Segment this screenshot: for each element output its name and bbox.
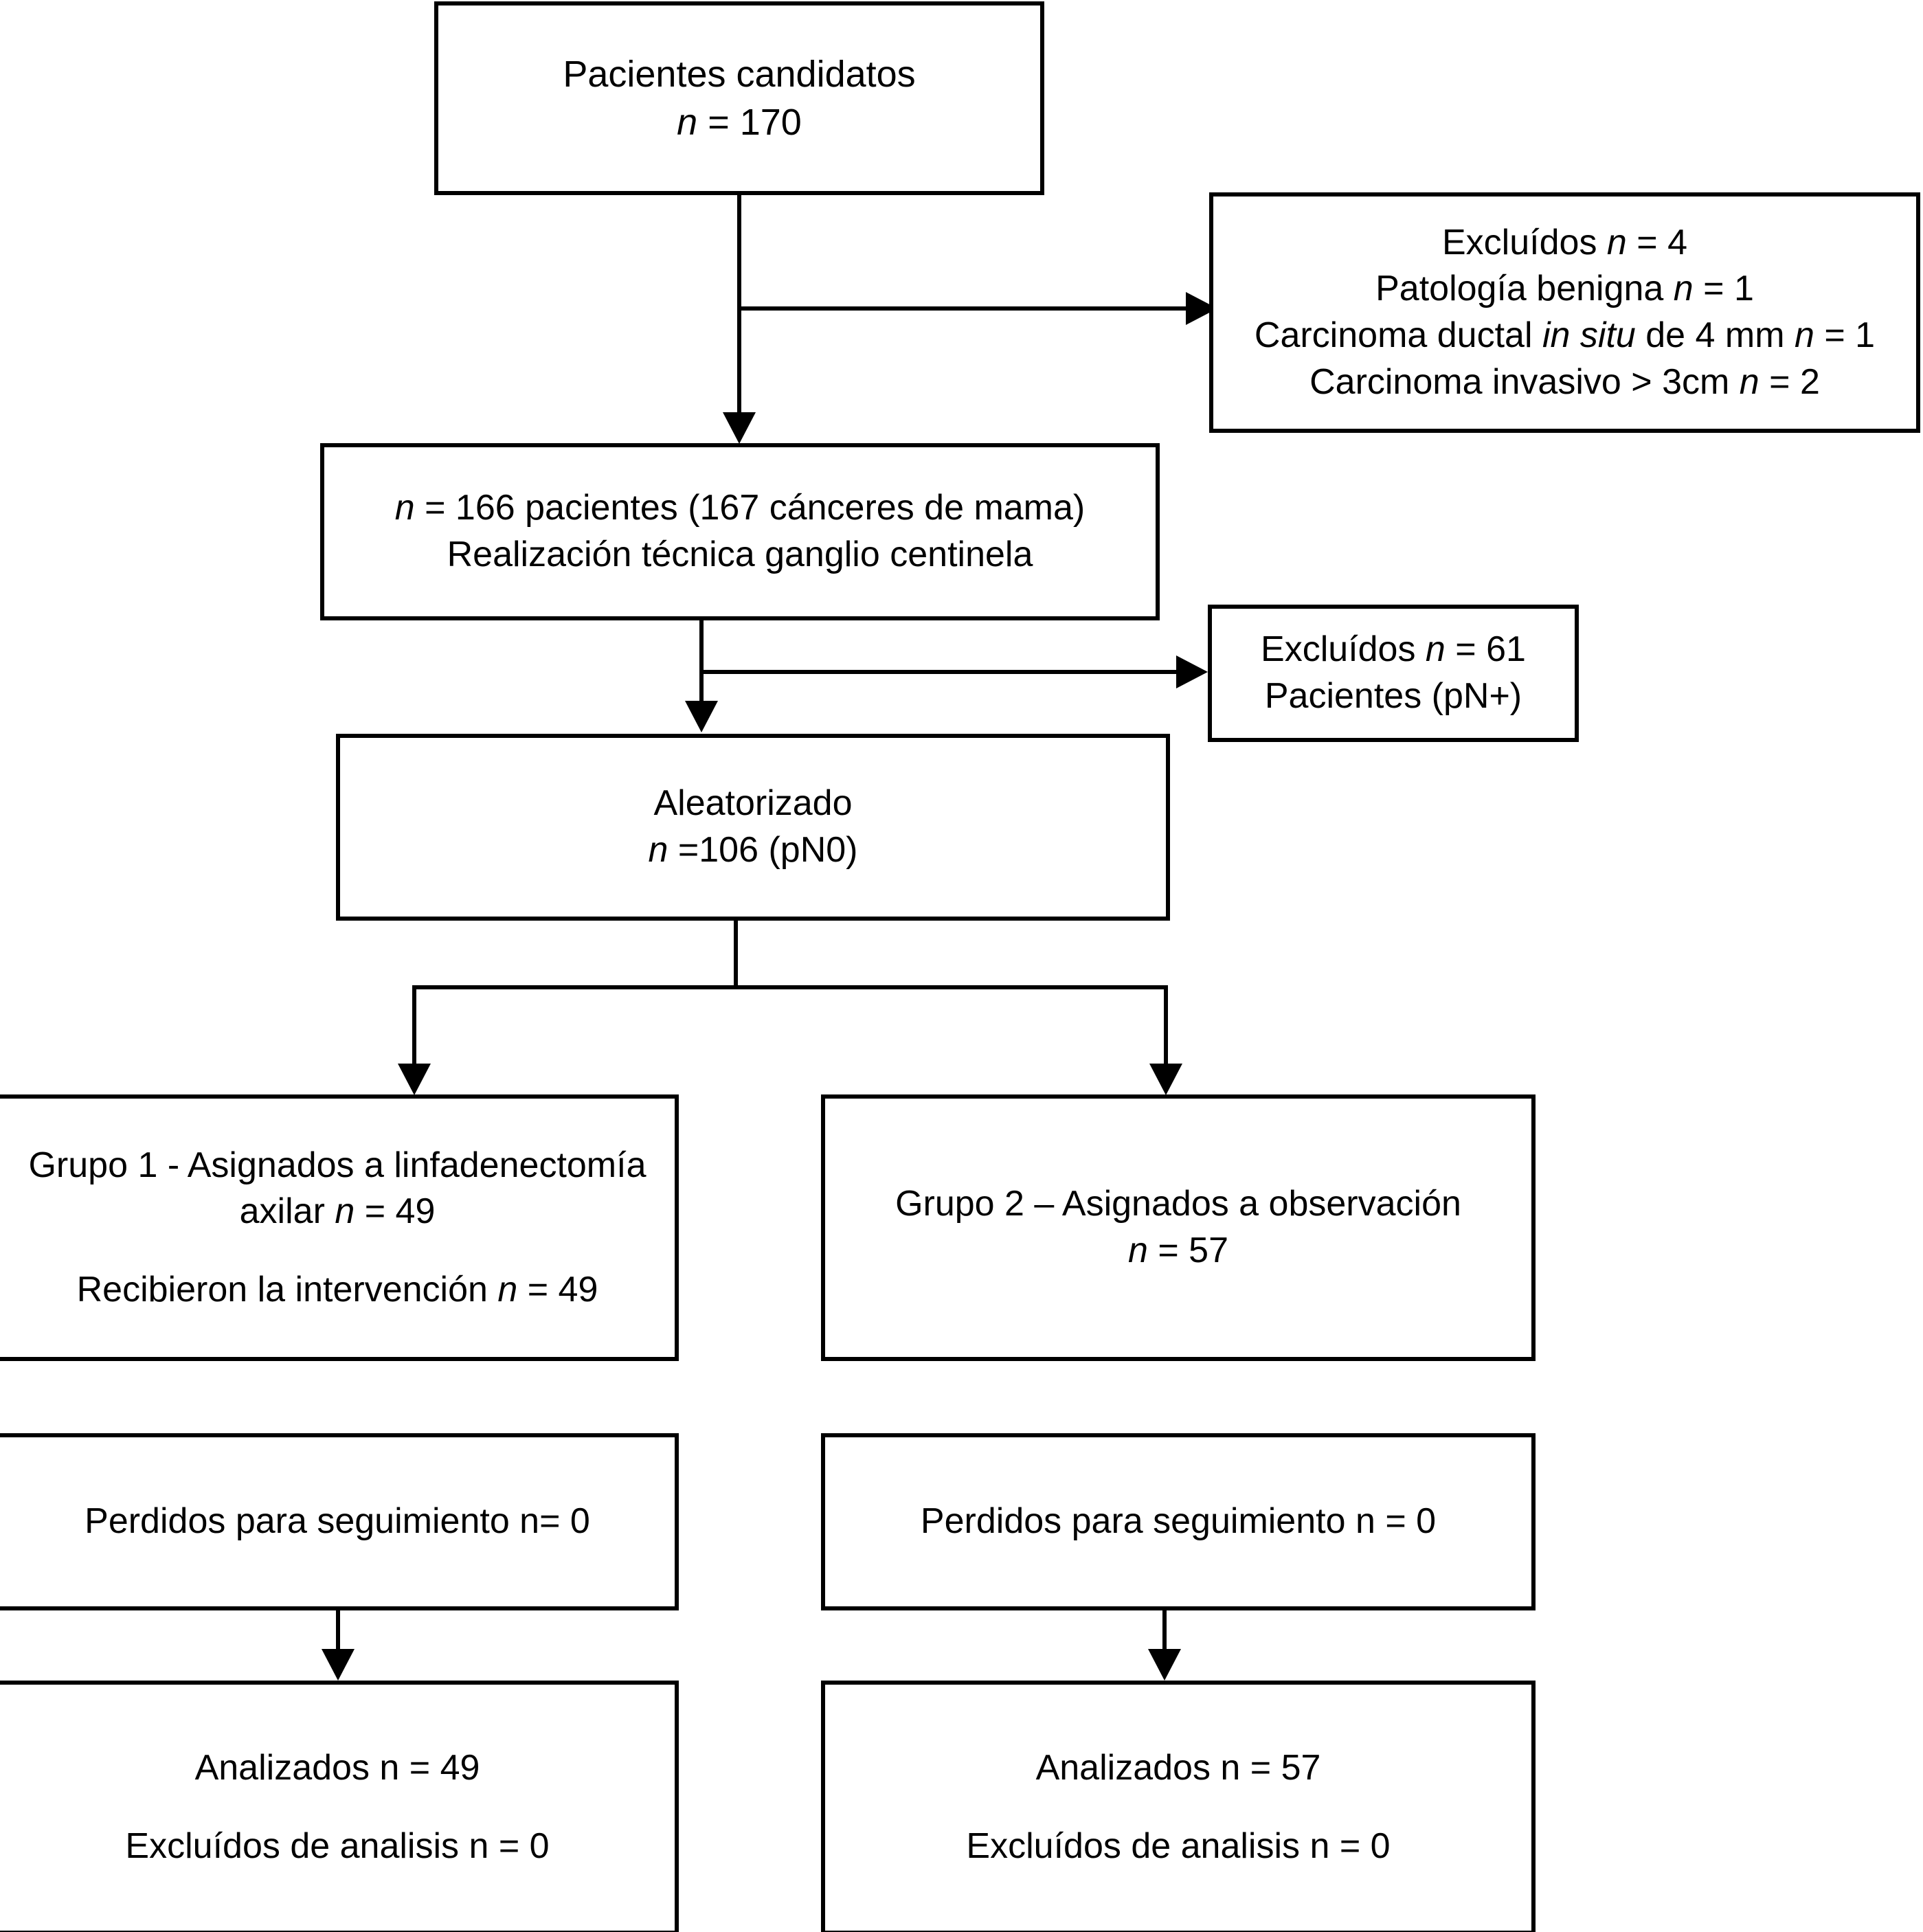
group1-line1: Grupo 1 - Asignados a linfadenectomía <box>28 1145 646 1185</box>
node-analizados-grupo1: Analizados n = 49 Excluídos de analisis … <box>0 1681 679 1932</box>
group1-line3-value: = 49 <box>517 1269 598 1310</box>
excluded1-line1-value: = 4 <box>1626 222 1687 262</box>
excluded1-line2: Patología benigna n = 1 <box>1375 266 1754 313</box>
randomized-n-value: =106 (pN0) <box>668 830 858 870</box>
connector-lost1-to-analyzed1 <box>336 1610 340 1653</box>
node-aleatorizado: Aleatorizado n =106 (pN0) <box>336 734 1170 921</box>
excluded1-line3-mid: de 4 mm <box>1635 315 1795 355</box>
connector-candidates-to-excluded1 <box>737 306 1191 311</box>
excluded1-line1: Excluídos n = 4 <box>1442 220 1687 267</box>
node-excluidos-iniciales: Excluídos n = 4 Patología benigna n = 1 … <box>1209 192 1920 433</box>
group1-line2-prefix: axilar <box>239 1191 335 1232</box>
italic-n: n <box>1795 315 1814 355</box>
italic-n: n <box>394 488 415 528</box>
connector-randomized-split-bar <box>412 985 1168 989</box>
connector-randomized-to-group1 <box>412 985 416 1068</box>
connector-randomized-to-group2 <box>1164 985 1168 1068</box>
arrowhead-sentinel-to-randomized <box>685 701 718 732</box>
node-pacientes-candidatos: Pacientes candidatos n = 170 <box>434 1 1044 195</box>
arrowhead-lost1-to-analyzed1 <box>322 1649 355 1681</box>
analyzed1-line1: Analizados n = 49 <box>194 1748 480 1788</box>
analyzed1-line2: Excluídos de analisis n = 0 <box>125 1826 550 1866</box>
connector-sentinel-to-excluded-pn <box>699 670 1180 674</box>
excluded1-line3-value: = 1 <box>1814 315 1876 355</box>
excluded1-line4: Carcinoma invasivo > 3cm n = 2 <box>1309 359 1820 406</box>
node-grupo-2: Grupo 2 – Asignados a observación n = 57 <box>821 1094 1536 1361</box>
group1-line3: Recibieron la intervención n = 49 <box>77 1267 598 1314</box>
excluded-pn-line1: Excluídos n = 61 <box>1261 627 1526 673</box>
arrowhead-sentinel-to-excluded-pn <box>1176 655 1208 688</box>
excluded1-line2-prefix: Patología benigna <box>1375 269 1674 309</box>
lost2-line1: Perdidos para seguimiento n = 0 <box>920 1501 1437 1542</box>
italic-n: n <box>648 830 668 870</box>
group2-line1: Grupo 2 – Asignados a observación <box>895 1184 1461 1224</box>
group2-line2: n = 57 <box>1128 1228 1228 1274</box>
excluded-pn-value: = 61 <box>1445 629 1526 670</box>
group2-n-value: = 57 <box>1147 1231 1229 1270</box>
italic-n: n <box>1425 629 1446 670</box>
group1-line3-prefix: Recibieron la intervención <box>76 1269 498 1310</box>
italic-n: n <box>497 1269 518 1310</box>
excluded1-line4-prefix: Carcinoma invasivo > 3cm <box>1309 361 1740 402</box>
analyzed2-line2: Excluídos de analisis n = 0 <box>966 1826 1391 1866</box>
sentinel-line1-text: = 166 pacientes (167 cánceres de mama) <box>414 488 1086 528</box>
sentinel-line1: n = 166 pacientes (167 cánceres de mama) <box>395 485 1085 532</box>
excluded-pn-prefix: Excluídos <box>1261 629 1426 670</box>
italic-n: n <box>1673 269 1694 309</box>
node-perdidos-seguimiento-grupo1: Perdidos para seguimiento n= 0 <box>0 1433 679 1610</box>
arrowhead-candidates-to-sentinel <box>723 412 756 444</box>
lost1-line1: Perdidos para seguimiento n= 0 <box>85 1501 590 1542</box>
node-grupo-1: Grupo 1 - Asignados a linfadenectomía ax… <box>0 1094 679 1361</box>
sentinel-line2: Realización técnica ganglio centinela <box>447 535 1033 574</box>
in-situ-italic: in situ <box>1542 315 1636 355</box>
italic-n: n <box>1127 1231 1148 1270</box>
arrowhead-randomized-to-group2 <box>1149 1064 1182 1095</box>
excluded1-line1-prefix: Excluídos <box>1442 222 1607 262</box>
excluded1-line3-prefix: Carcinoma ductal <box>1254 315 1542 355</box>
excluded-pn-line2: Pacientes (pN+) <box>1264 676 1522 716</box>
randomized-line2: n =106 (pN0) <box>649 827 858 874</box>
group1-line2-value: = 49 <box>355 1191 436 1232</box>
excluded1-line2-value: = 1 <box>1693 269 1754 309</box>
italic-n: n <box>677 102 698 143</box>
italic-n: n <box>1606 222 1627 262</box>
connector-randomized-stem <box>734 921 738 989</box>
italic-n: n <box>1739 361 1759 402</box>
candidates-n-value: = 170 <box>697 102 802 143</box>
excluded1-line4-value: = 2 <box>1759 361 1820 402</box>
excluded1-line3: Carcinoma ductal in situ de 4 mm n = 1 <box>1255 313 1875 359</box>
randomized-line1: Aleatorizado <box>653 783 853 824</box>
connector-lost2-to-analyzed2 <box>1162 1610 1167 1653</box>
node-ganglio-centinela: n = 166 pacientes (167 cánceres de mama)… <box>320 443 1160 620</box>
italic-n: n <box>335 1191 355 1232</box>
arrowhead-lost2-to-analyzed2 <box>1148 1649 1181 1681</box>
analyzed2-line1: Analizados n = 57 <box>1035 1748 1321 1788</box>
node-excluidos-pn-positivos: Excluídos n = 61 Pacientes (pN+) <box>1208 605 1579 742</box>
connector-sentinel-to-randomized <box>699 620 704 704</box>
node-perdidos-seguimiento-grupo2: Perdidos para seguimiento n = 0 <box>821 1433 1536 1610</box>
group1-line2: axilar n = 49 <box>240 1189 436 1235</box>
node-candidates-line1: Pacientes candidatos <box>563 53 916 95</box>
arrowhead-randomized-to-group1 <box>398 1064 431 1095</box>
node-analizados-grupo2: Analizados n = 57 Excluídos de analisis … <box>821 1681 1536 1932</box>
node-candidates-line2: n = 170 <box>677 98 802 146</box>
